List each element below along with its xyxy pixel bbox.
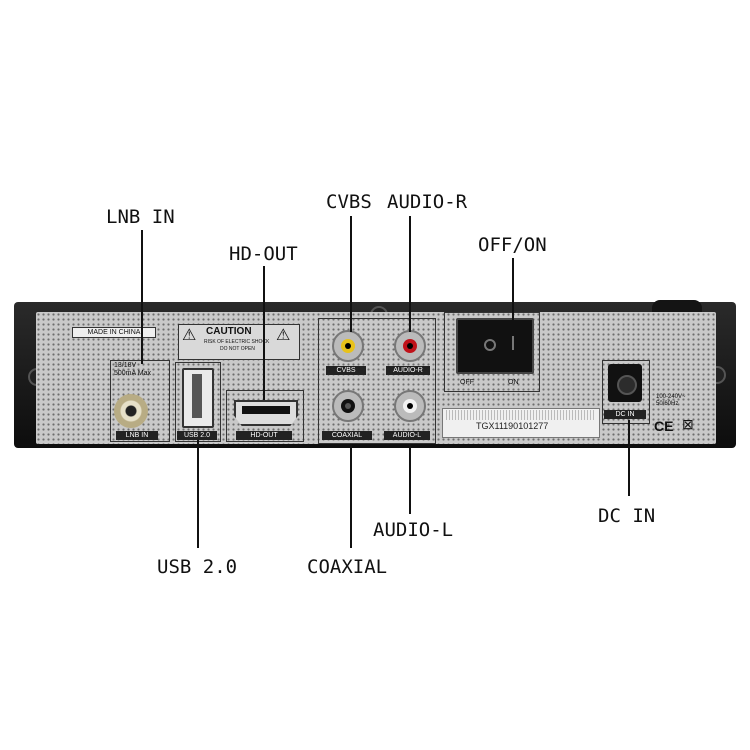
switch-on-label: ON (508, 379, 519, 386)
lightning-warning-icon: ⚠ (182, 327, 197, 344)
audio-l-jack-hole (407, 403, 413, 409)
audio-r-rca-jack[interactable] (394, 330, 426, 362)
caution-subtext-2: DO NOT OPEN (220, 346, 255, 352)
dc-box (602, 360, 650, 424)
callout-off-on: OFF/ON (478, 234, 547, 256)
cvbs-callout-line (350, 216, 352, 332)
power-spec-1: 100-240V~ (656, 394, 686, 400)
callout-lnb-in: LNB IN (106, 206, 175, 228)
weee-bin-icon: ⊠ (682, 416, 694, 432)
audio-l-callout-line (409, 444, 411, 514)
dc-in-pin (617, 375, 637, 395)
audio-l-label: AUDIO-L (384, 431, 430, 440)
lnb-callout-line (141, 230, 143, 364)
hd-out-callout-line (263, 266, 265, 400)
switch-off-label: OFF (460, 379, 474, 386)
dc-in-callout-line (628, 420, 630, 496)
lnb-spec-2: 500mA Max (114, 370, 151, 377)
switch-on-symbol (512, 336, 514, 350)
switch-off-symbol (484, 339, 496, 351)
hdmi-port-inner (242, 406, 290, 414)
exclamation-warning-icon: ⚠ (276, 327, 291, 344)
caution-title: CAUTION (206, 326, 252, 337)
hdmi-box (226, 390, 304, 442)
audio-r-jack-hole (407, 343, 413, 349)
dc-in-label: DC IN (604, 410, 646, 419)
coaxial-callout-line (350, 444, 352, 548)
caution-box (178, 324, 300, 360)
made-in-china-label: MADE IN CHINA (72, 327, 156, 338)
coaxial-rca-jack[interactable] (332, 390, 364, 422)
lnb-box (110, 360, 170, 442)
callout-coaxial: COAXIAL (307, 556, 388, 578)
barcode (446, 410, 594, 420)
callout-dc-in: DC IN (598, 505, 656, 527)
callout-cvbs: CVBS (326, 191, 372, 213)
cvbs-rca-jack[interactable] (332, 330, 364, 362)
av-block (318, 318, 436, 444)
lnb-in-label: LNB IN (116, 431, 158, 440)
off-on-callout-line (512, 258, 514, 322)
cvbs-jack-hole (345, 343, 351, 349)
power-spec-2: 50/60Hz (656, 401, 679, 407)
usb-label: USB 2.0 (177, 431, 217, 440)
callout-usb: USB 2.0 (157, 556, 238, 578)
caution-subtext-1: RISK OF ELECTRIC SHOCK (204, 339, 270, 345)
coaxial-label: COAXIAL (322, 431, 372, 440)
hd-out-label: HD-OUT (236, 431, 292, 440)
switch-box (444, 312, 540, 392)
callout-audio-l: AUDIO-L (373, 519, 454, 541)
audio-l-rca-jack[interactable] (394, 390, 426, 422)
audio-r-label: AUDIO-R (386, 366, 430, 375)
lnb-spec-1: 13/18V (114, 362, 137, 369)
usb-callout-line (197, 440, 199, 548)
lnb-connector[interactable] (114, 394, 148, 428)
ce-mark: CE (654, 418, 674, 434)
audio-r-callout-line (409, 216, 411, 332)
callout-hd-out: HD-OUT (229, 243, 298, 265)
coaxial-jack-hole (345, 403, 351, 409)
callout-audio-r: AUDIO-R (387, 191, 468, 213)
cvbs-label: CVBS (326, 366, 366, 375)
serial-number: TGX11190101277 (476, 421, 549, 431)
usb-port-tongue (192, 374, 202, 418)
